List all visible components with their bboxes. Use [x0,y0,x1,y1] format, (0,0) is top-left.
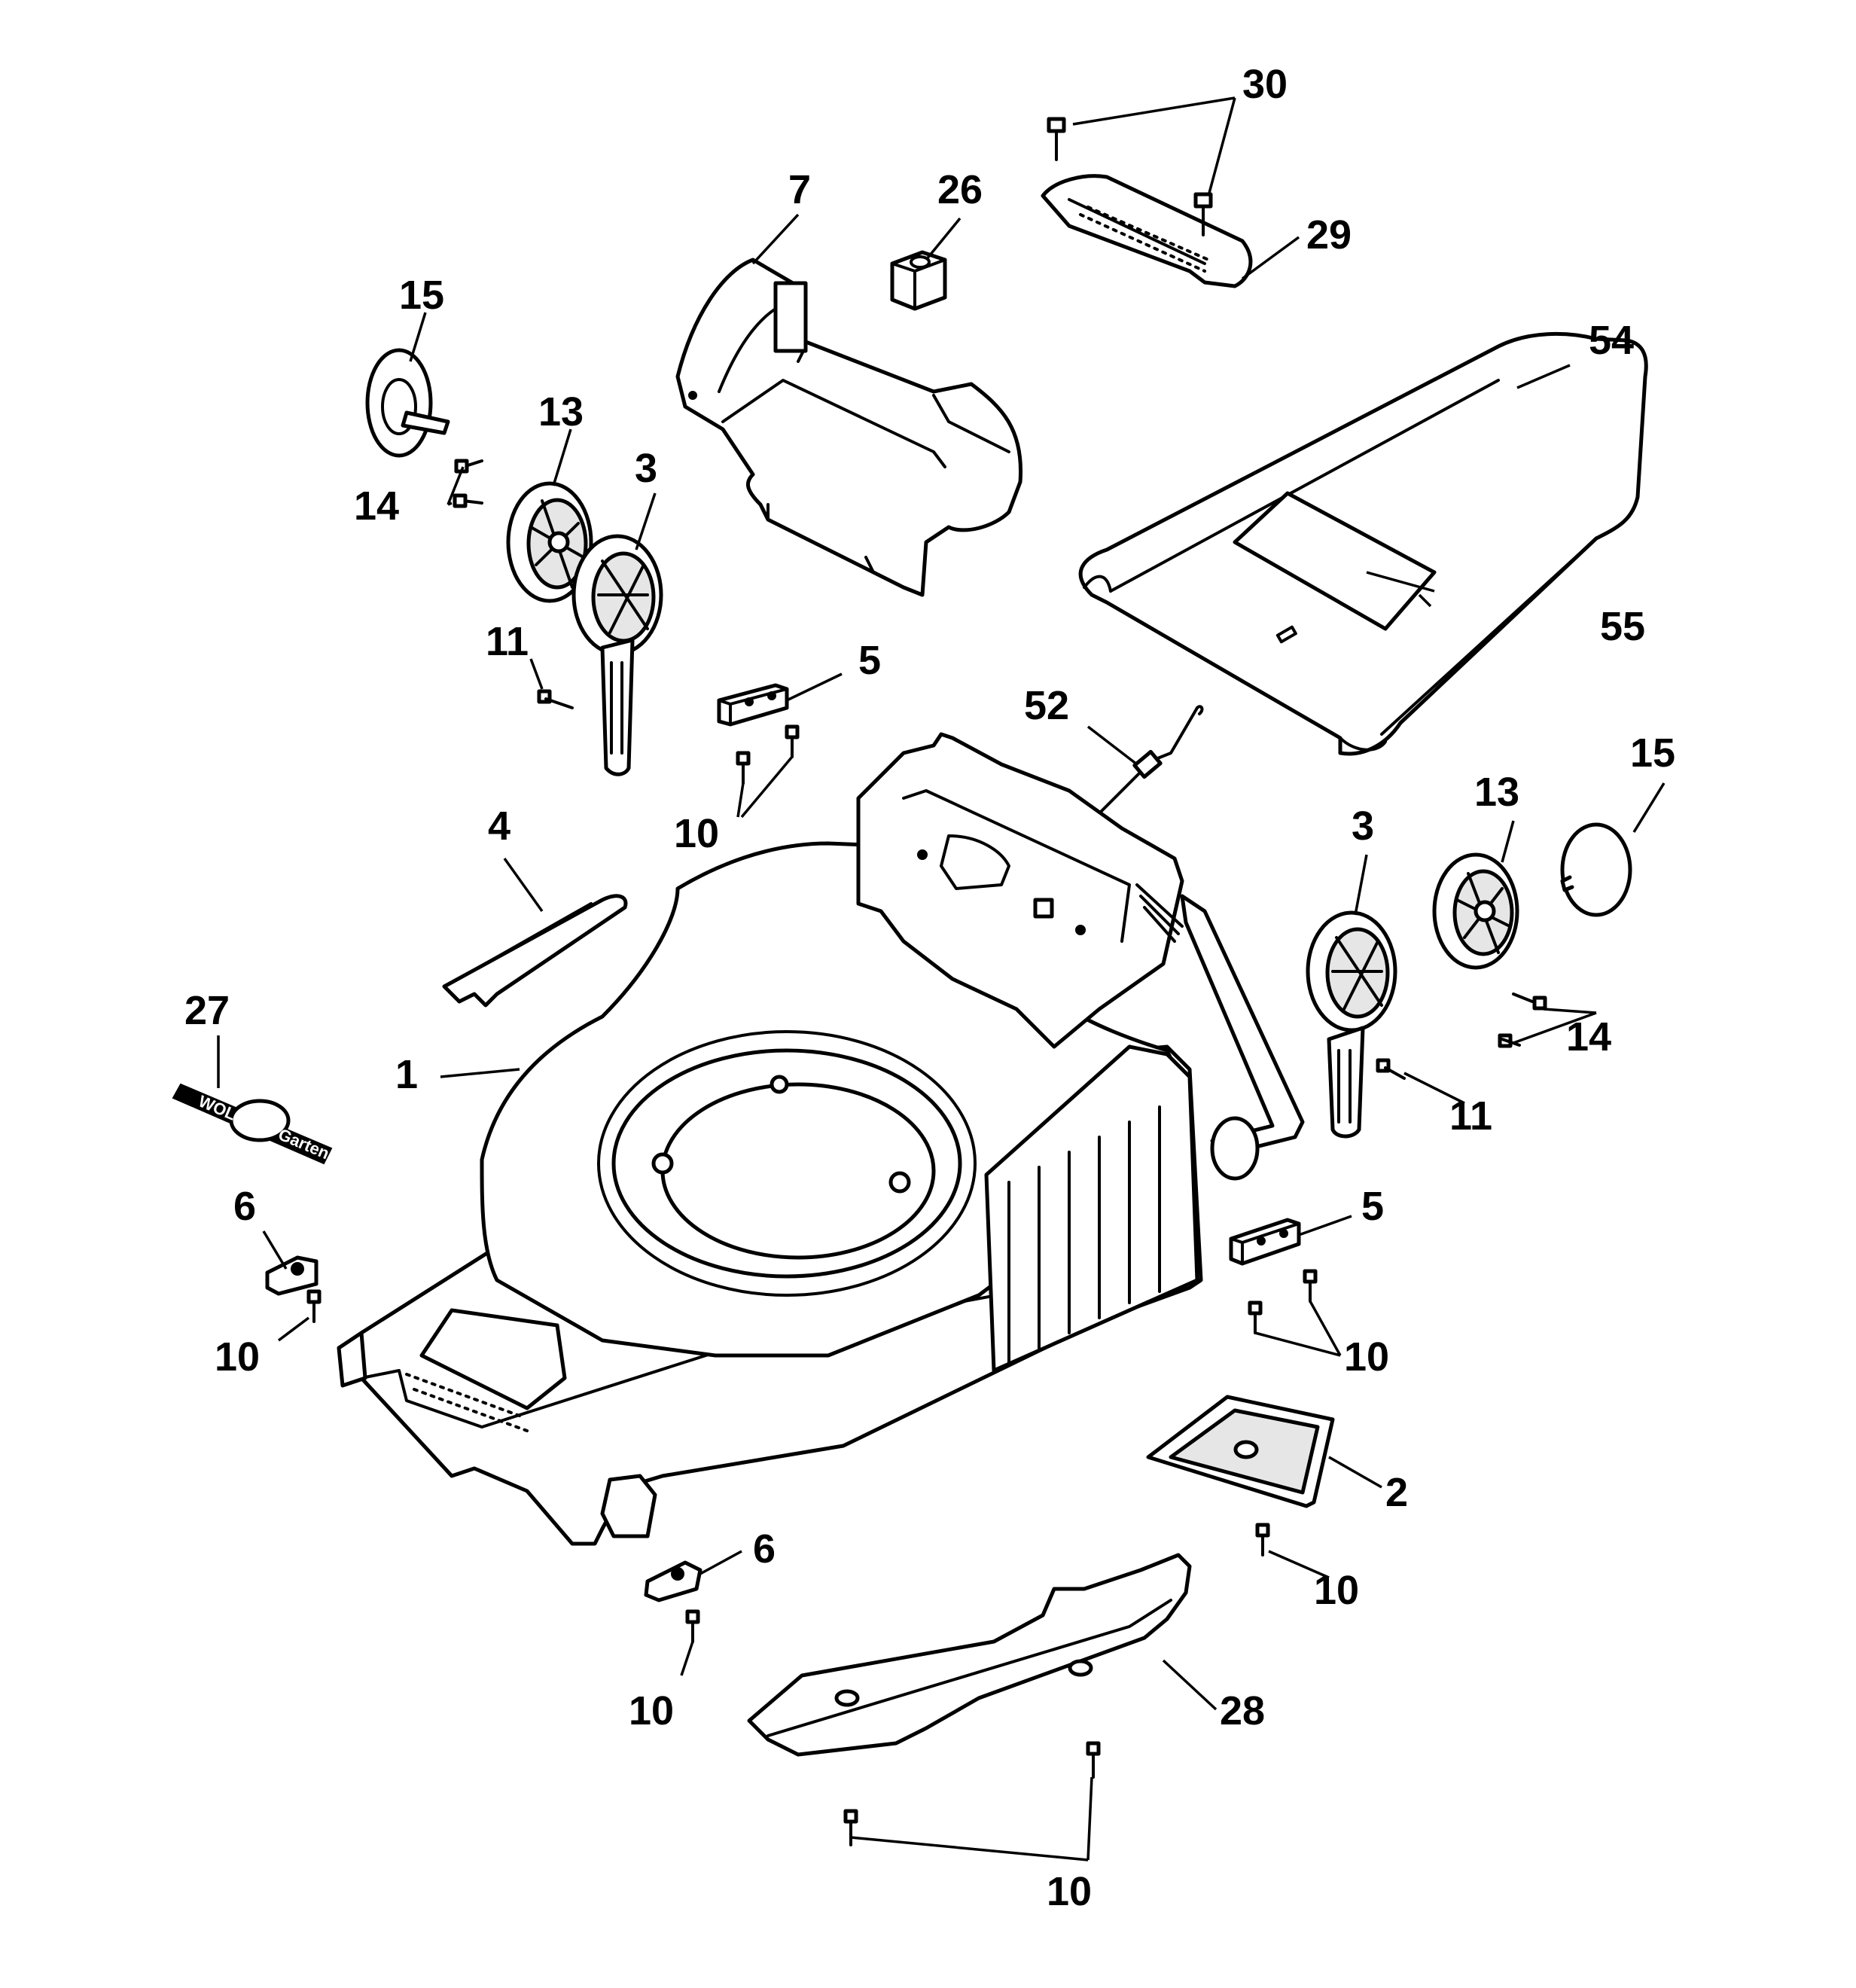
screw-14-b [453,493,483,508]
callout-13-right: 13 [1474,770,1519,815]
screw-10-h [1086,1741,1101,1779]
callout-29: 29 [1306,212,1352,258]
callout-30: 30 [1242,62,1288,107]
logo-right-text: Garten [276,1125,332,1163]
callout-3-left: 3 [635,446,657,491]
screw-10-e [1303,1269,1318,1303]
part-4-flap [442,894,628,1008]
callout-6-upper: 6 [233,1184,256,1229]
screw-10-g [685,1609,700,1643]
part-28-deflector [747,1553,1192,1757]
screw-30-b [1193,192,1213,236]
callout-15-right: 15 [1630,730,1675,776]
screw-10-d [1248,1300,1263,1334]
logo-left-text: WOLF [196,1092,248,1128]
callout-11-left: 11 [486,619,529,664]
callout-10-bottom: 10 [1047,1869,1092,1914]
screw-11-b [1376,1058,1406,1080]
callout-1: 1 [395,1052,418,1097]
part-15-hubcap-right [1560,822,1632,917]
callout-14-left: 14 [354,483,399,529]
callout-10-lower-left: 10 [629,1688,674,1733]
part-1-deck [337,732,1305,1546]
callout-10-left: 10 [215,1334,260,1380]
callout-11-right: 11 [1449,1093,1492,1139]
callout-52: 52 [1024,683,1069,728]
callout-6-lower: 6 [753,1526,776,1572]
callout-54: 54 [1589,318,1634,363]
part-52-spring [1098,705,1204,815]
callout-14-right: 14 [1566,1014,1611,1060]
callout-labels: 30 7 26 29 15 54 13 14 3 55 11 5 52 15 1… [184,62,1675,1914]
part-15-hubcap-left [365,348,450,458]
screw-10-c [306,1289,322,1323]
part-27-logo-badge: WOLF Garten [172,1083,333,1165]
part-5-bracket-lower [1229,1218,1301,1266]
part-3-lever-left [571,534,663,776]
callout-26: 26 [937,167,983,212]
callout-4: 4 [488,803,510,849]
callout-15-left: 15 [399,273,444,318]
callout-10-right-upper: 10 [1344,1334,1389,1380]
part-29-grip-dots [1079,206,1210,273]
callout-3-right: 3 [1352,803,1374,849]
part-6-clip-lower [644,1560,702,1602]
screw-14-c [1512,992,1547,1011]
part-3-lever-right [1306,910,1397,1139]
screw-14-a [454,459,483,474]
screw-10-f [1255,1523,1270,1557]
part-5-bracket-upper [717,683,789,727]
screw-10-i [843,1809,858,1846]
callout-28: 28 [1220,1688,1265,1733]
screw-10-a [736,751,751,785]
callout-13-left: 13 [538,389,584,434]
part-13-wheel-right [1432,852,1519,970]
callout-27: 27 [184,988,230,1033]
callout-2: 2 [1385,1470,1408,1515]
part-13-wheel-left [506,481,593,603]
callout-5-lower: 5 [1361,1184,1384,1229]
part-29-handle [1041,174,1253,288]
screw-30-a [1047,117,1066,161]
part-6-clip-upper [265,1255,318,1296]
screws [306,117,1547,1846]
callout-7: 7 [788,167,811,212]
screw-14-d [1498,1033,1521,1048]
part-7-rear-cover [675,258,1023,597]
leader-lines [217,96,1666,1861]
part-26-clip [890,250,947,311]
callout-10-right-lower: 10 [1314,1568,1359,1613]
callout-5-upper: 5 [858,638,881,683]
part-55-label-plate [1233,491,1437,644]
part-1-vent-dots [405,1373,529,1432]
part-2-plate [1146,1395,1335,1508]
callout-55: 55 [1600,604,1645,649]
callout-10-upper: 10 [674,811,719,856]
screw-10-b [785,724,800,758]
screw-11-a [537,689,574,709]
